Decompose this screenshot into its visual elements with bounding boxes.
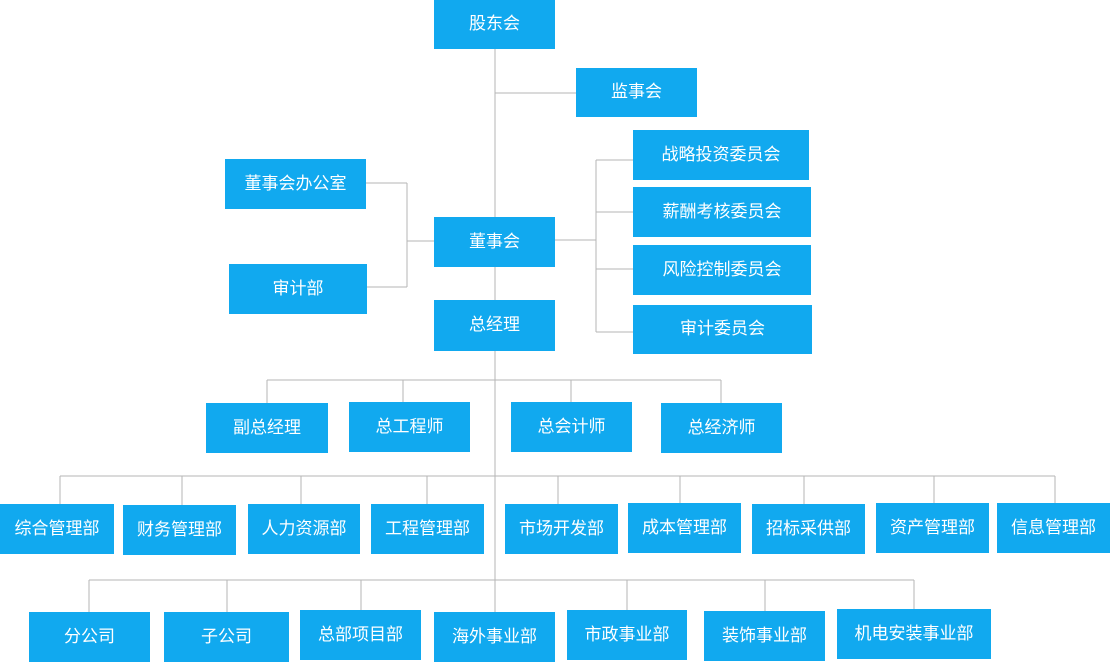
node-general-management-dept[interactable]: 综合管理部 xyxy=(0,504,114,554)
node-hq-project-dept[interactable]: 总部项目部 xyxy=(300,610,421,660)
node-compensation-committee[interactable]: 薪酬考核委员会 xyxy=(633,187,811,237)
node-cost-dept[interactable]: 成本管理部 xyxy=(628,503,741,553)
node-mep-division[interactable]: 机电安装事业部 xyxy=(837,609,991,659)
node-chief-economist[interactable]: 总经济师 xyxy=(661,403,782,453)
node-strategy-committee[interactable]: 战略投资委员会 xyxy=(633,130,809,180)
node-finance-dept[interactable]: 财务管理部 xyxy=(123,505,236,555)
node-branch-company[interactable]: 分公司 xyxy=(29,612,150,662)
node-board-of-directors[interactable]: 董事会 xyxy=(434,217,555,267)
node-info-dept[interactable]: 信息管理部 xyxy=(997,503,1110,553)
node-shareholders-meeting[interactable]: 股东会 xyxy=(434,0,555,49)
node-chief-engineer[interactable]: 总工程师 xyxy=(349,402,470,452)
node-deputy-general-manager[interactable]: 副总经理 xyxy=(206,403,328,453)
node-general-manager[interactable]: 总经理 xyxy=(434,300,555,351)
node-municipal-division[interactable]: 市政事业部 xyxy=(567,610,687,660)
node-audit-committee[interactable]: 审计委员会 xyxy=(633,305,812,354)
node-subsidiary[interactable]: 子公司 xyxy=(164,612,289,662)
node-audit-department[interactable]: 审计部 xyxy=(229,264,367,314)
node-overseas-division[interactable]: 海外事业部 xyxy=(434,612,555,662)
node-decoration-division[interactable]: 装饰事业部 xyxy=(704,611,825,661)
node-asset-dept[interactable]: 资产管理部 xyxy=(876,503,989,553)
node-risk-committee[interactable]: 风险控制委员会 xyxy=(633,245,811,295)
node-marketing-dept[interactable]: 市场开发部 xyxy=(505,504,618,554)
node-engineering-dept[interactable]: 工程管理部 xyxy=(371,504,484,554)
node-board-office[interactable]: 董事会办公室 xyxy=(225,159,366,209)
node-hr-dept[interactable]: 人力资源部 xyxy=(248,504,360,554)
node-procurement-dept[interactable]: 招标采供部 xyxy=(752,504,865,554)
node-chief-accountant[interactable]: 总会计师 xyxy=(511,402,632,452)
node-supervisory-board[interactable]: 监事会 xyxy=(576,68,697,117)
